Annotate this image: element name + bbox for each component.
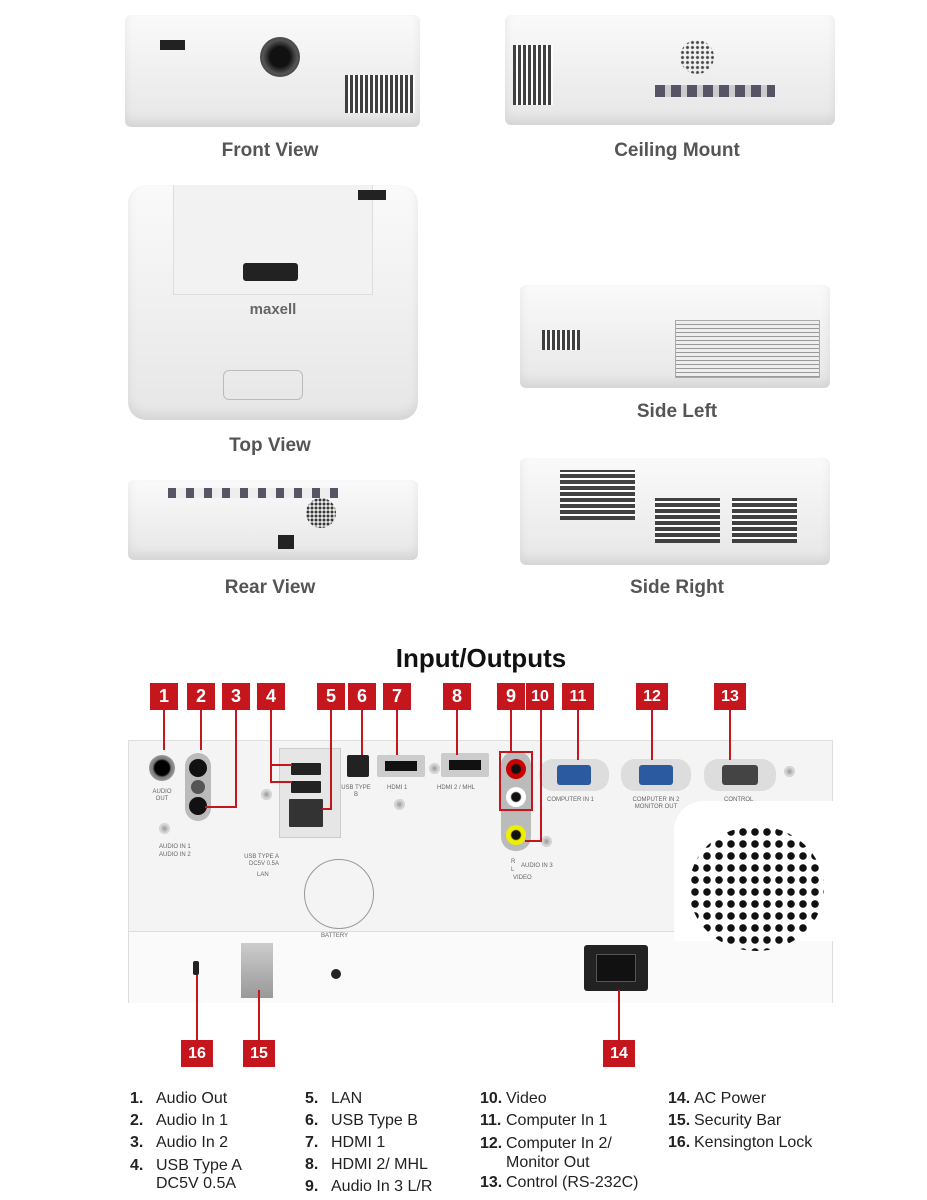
legend-col-2: 5.LAN 6.USB Type B 7.HDMI 1 8.HDMI 2/ MH… <box>305 1088 432 1198</box>
control-panel <box>223 370 303 400</box>
usb-b-label: USB TYPE B <box>341 785 371 798</box>
badge-10: 10 <box>526 683 554 710</box>
lan-port[interactable] <box>289 799 323 827</box>
badge-15: 15 <box>243 1040 275 1067</box>
badge-14: 14 <box>603 1040 635 1067</box>
view-label-side-right: Side Right <box>630 577 724 598</box>
badge-9: 9 <box>497 683 525 710</box>
badge-6: 6 <box>348 683 376 710</box>
badge-12: 12 <box>636 683 668 710</box>
legend-item: 13.Control (RS-232C) <box>480 1174 639 1191</box>
legend-item: 11.Computer In 1 <box>480 1112 608 1129</box>
hdmi-2-port[interactable] <box>441 753 489 777</box>
legend-item: 2.Audio In 1 <box>130 1112 229 1129</box>
audio-in1-label: AUDIO IN 1 <box>159 844 191 850</box>
computer-in-2-label: COMPUTER IN 2 MONITOR OUT <box>632 797 680 810</box>
legend-item: 16.Kensington Lock <box>668 1134 813 1151</box>
control-port[interactable] <box>704 759 776 791</box>
kensington-lock-slot[interactable] <box>193 961 199 975</box>
legend-item: 10.Video <box>480 1090 547 1107</box>
rear-panel-diagram: AUDIO OUT AUDIO IN 1 AUDIO IN 2 USB TYPE… <box>128 740 834 1003</box>
badge-3: 3 <box>222 683 250 710</box>
legend-item: 4.USB Type A <box>130 1157 242 1174</box>
badge-2: 2 <box>187 683 215 710</box>
audio-out-port[interactable] <box>149 755 175 781</box>
legend-item: DC5V 0.5A <box>156 1175 237 1192</box>
ceiling-mount-image <box>505 15 835 125</box>
legend-item: 6.USB Type B <box>305 1112 418 1129</box>
lan-label: LAN <box>257 872 269 878</box>
audio-in-ports[interactable] <box>185 753 211 821</box>
usb-b-port[interactable] <box>347 755 369 777</box>
badge-8: 8 <box>443 683 471 710</box>
legend-col-4: 14.AC Power 15.Security Bar 16.Kensingto… <box>668 1088 812 1154</box>
r-label: R <box>511 859 516 865</box>
badge-4: 4 <box>257 683 285 710</box>
usb-a-port-2[interactable] <box>291 781 321 793</box>
usb-a-port-1[interactable] <box>291 763 321 775</box>
view-label-top: Top View <box>229 435 311 456</box>
l-label: L <box>511 867 515 873</box>
av-ports[interactable] <box>501 751 531 851</box>
legend-item: 8.HDMI 2/ MHL <box>305 1156 428 1173</box>
hdmi-2-label: HDMI 2 / MHL <box>437 785 476 791</box>
rear-view-image <box>128 480 418 560</box>
computer-in-1-port[interactable] <box>539 759 609 791</box>
side-left-image <box>520 285 830 388</box>
badge-1: 1 <box>150 683 178 710</box>
hdmi-1-label: HDMI 1 <box>387 785 408 791</box>
view-label-ceiling: Ceiling Mount <box>614 140 740 161</box>
legend-item: 12.Computer In 2/ <box>480 1135 612 1152</box>
computer-in-1-label: COMPUTER IN 1 <box>547 797 595 803</box>
audio-in2-label: AUDIO IN 2 <box>159 852 191 858</box>
view-label-rear: Rear View <box>224 577 316 598</box>
section-title: Input/Outputs <box>395 643 567 673</box>
legend-item: 15.Security Bar <box>668 1112 782 1129</box>
badge-11: 11 <box>562 683 594 710</box>
side-right-image <box>520 458 830 565</box>
legend-item: Monitor Out <box>506 1154 590 1171</box>
control-label: CONTROL <box>724 797 754 803</box>
legend-item: 5.LAN <box>305 1090 363 1107</box>
legend-item: 3.Audio In 2 <box>130 1134 229 1151</box>
badge-16: 16 <box>181 1040 213 1067</box>
badge-5: 5 <box>317 683 345 710</box>
badge-13: 13 <box>714 683 746 710</box>
legend-item: 9.Audio In 3 L/R <box>305 1178 433 1195</box>
legend-col-3: 10.Video 11.Computer In 1 12.Computer In… <box>480 1088 638 1194</box>
computer-in-2-port[interactable] <box>621 759 691 791</box>
lens <box>260 37 300 77</box>
legend-item: 1.Audio Out <box>130 1090 228 1107</box>
hdmi-1-port[interactable] <box>377 755 425 777</box>
top-view-image: maxell <box>128 185 418 420</box>
speaker-grille <box>689 826 824 951</box>
view-label-front: Front View <box>221 140 319 161</box>
legend-item: 7.HDMI 1 <box>305 1134 386 1151</box>
view-label-side-left: Side Left <box>636 401 718 422</box>
security-bar[interactable] <box>241 943 273 998</box>
battery-label: BATTERY <box>321 933 349 939</box>
legend-col-1: 1.Audio Out 2.Audio In 1 3.Audio In 2 4.… <box>130 1088 242 1192</box>
badge-7: 7 <box>383 683 411 710</box>
legend-item: 14.AC Power <box>668 1090 767 1107</box>
video-label: VIDEO <box>513 875 532 881</box>
front-view-image <box>125 15 420 127</box>
audio-in3-label: AUDIO IN 3 <box>521 863 553 869</box>
ac-power-inlet[interactable] <box>584 945 648 991</box>
audio-out-label: AUDIO OUT <box>152 789 172 802</box>
brand-logo: maxell <box>249 301 297 318</box>
usb-a-label: USB TYPE A DC5V 0.5A <box>244 854 279 867</box>
